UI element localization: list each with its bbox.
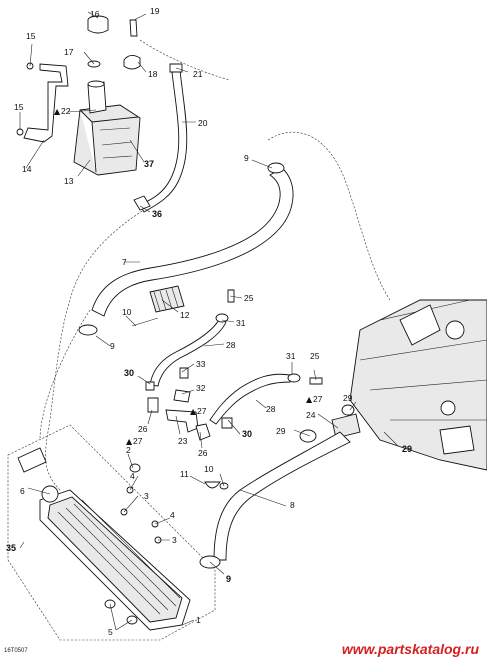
callout-31-right: 31 [286, 351, 296, 361]
callout-25-right: 25 [310, 351, 320, 361]
callout-9-left: 9 [110, 341, 115, 351]
vent-fitting [129, 19, 138, 37]
overflow-hose [139, 69, 188, 213]
callout-29-mid: 29 [343, 393, 353, 403]
coolant-reservoir-tank [73, 80, 141, 176]
hose-clamp-9-top [267, 162, 285, 174]
clamp-31-top [215, 313, 229, 323]
bleeder-25-right [309, 377, 323, 385]
callout-3-bottom: 3 [172, 535, 177, 545]
callout-22: 22 [61, 106, 71, 116]
hose-clip-36 [133, 195, 151, 211]
callout-3-top: 3 [144, 491, 149, 501]
callout-9-bottom: 9 [226, 574, 231, 584]
cable-tie [131, 317, 159, 327]
drop-icon-27-mid: ▲ [190, 407, 197, 416]
leader-lines [19, 11, 399, 631]
clamp-29-left [299, 429, 317, 443]
callout-27-left: 27 [133, 436, 143, 446]
callout-19: 19 [150, 6, 160, 16]
callout-23: 23 [178, 436, 188, 446]
callout-26-right: 26 [198, 448, 208, 458]
bracket-32 [173, 389, 191, 403]
callout-28-right: 28 [266, 404, 276, 414]
watermark: www.partskatalog.ru [341, 641, 479, 657]
plug-30-left [145, 381, 155, 391]
diagram-reference-code: 16T0507 [4, 648, 28, 654]
callout-4-top: 4 [130, 471, 135, 481]
callout-21: 21 [193, 69, 203, 79]
callout-30-left: 30 [124, 368, 134, 378]
callout-25-top: 25 [244, 293, 254, 303]
elbow-26-left [147, 397, 159, 413]
callout-37: 37 [144, 159, 154, 169]
callout-10-left: 10 [122, 307, 132, 317]
callout-32: 32 [196, 383, 206, 393]
clamp-31-right [287, 373, 301, 383]
callout-15-bottom: 15 [14, 102, 24, 112]
lower-radiator-hose [213, 431, 351, 561]
hose-clamp-9-left [78, 324, 98, 336]
reservoir-bracket [23, 63, 69, 143]
callout-24: 24 [306, 410, 316, 420]
callout-13: 13 [64, 176, 74, 186]
callout-12: 12 [180, 310, 190, 320]
tee-fitting [165, 409, 199, 433]
callout-2: 2 [126, 445, 131, 455]
callout-20: 20 [198, 118, 208, 128]
drop-icon-27-left: ▲ [126, 437, 133, 446]
plug-30-right [221, 417, 233, 429]
callout-8: 8 [290, 500, 295, 510]
drop-icon-27-right: ▲ [306, 395, 313, 404]
engine-block [349, 299, 487, 471]
bypass-hose-28-left [149, 317, 227, 387]
callout-29-right: 29 [402, 444, 412, 454]
callout-16: 16 [90, 9, 100, 19]
bypass-hose-28-right [209, 373, 291, 425]
elbow-26-right [195, 423, 211, 441]
grommet [123, 55, 141, 70]
callout-9-top: 9 [244, 153, 249, 163]
callout-27-right: 27 [313, 394, 323, 404]
callout-26-left: 26 [138, 424, 148, 434]
callout-35: 35 [6, 543, 16, 553]
callout-27-mid: 27 [197, 406, 207, 416]
radiator-cap-detail [17, 447, 47, 473]
callout-6: 6 [20, 486, 25, 496]
callout-4-bottom: 4 [170, 510, 175, 520]
callout-17: 17 [64, 47, 74, 57]
callout-1: 1 [196, 615, 201, 625]
sensor-33 [179, 367, 189, 379]
callout-28-top: 28 [226, 340, 236, 350]
callout-14: 14 [22, 164, 32, 174]
callout-10-bottom: 10 [204, 464, 214, 474]
callout-7: 7 [122, 257, 127, 267]
radiator-frame-dashed [7, 424, 216, 641]
callout-18: 18 [148, 69, 158, 79]
callout-15-top: 15 [26, 31, 36, 41]
radiator [17, 447, 191, 631]
callout-30-right: 30 [242, 429, 252, 439]
callout-29-left: 29 [276, 426, 286, 436]
clamp-29-mid [341, 404, 355, 416]
callout-33: 33 [196, 359, 206, 369]
outlet-fitting-24 [331, 413, 361, 439]
callout-31-top: 31 [236, 318, 246, 328]
callout-5: 5 [108, 627, 113, 637]
callout-11: 11 [180, 469, 189, 479]
callout-36: 36 [152, 209, 162, 219]
vehicle-outline-dashed [39, 39, 391, 491]
upper-radiator-hose [91, 167, 294, 317]
clamp-11 [204, 481, 221, 489]
protective-sleeve [149, 285, 185, 313]
drop-icon-22: ▲ [54, 107, 61, 116]
reservoir-cap [87, 15, 109, 34]
